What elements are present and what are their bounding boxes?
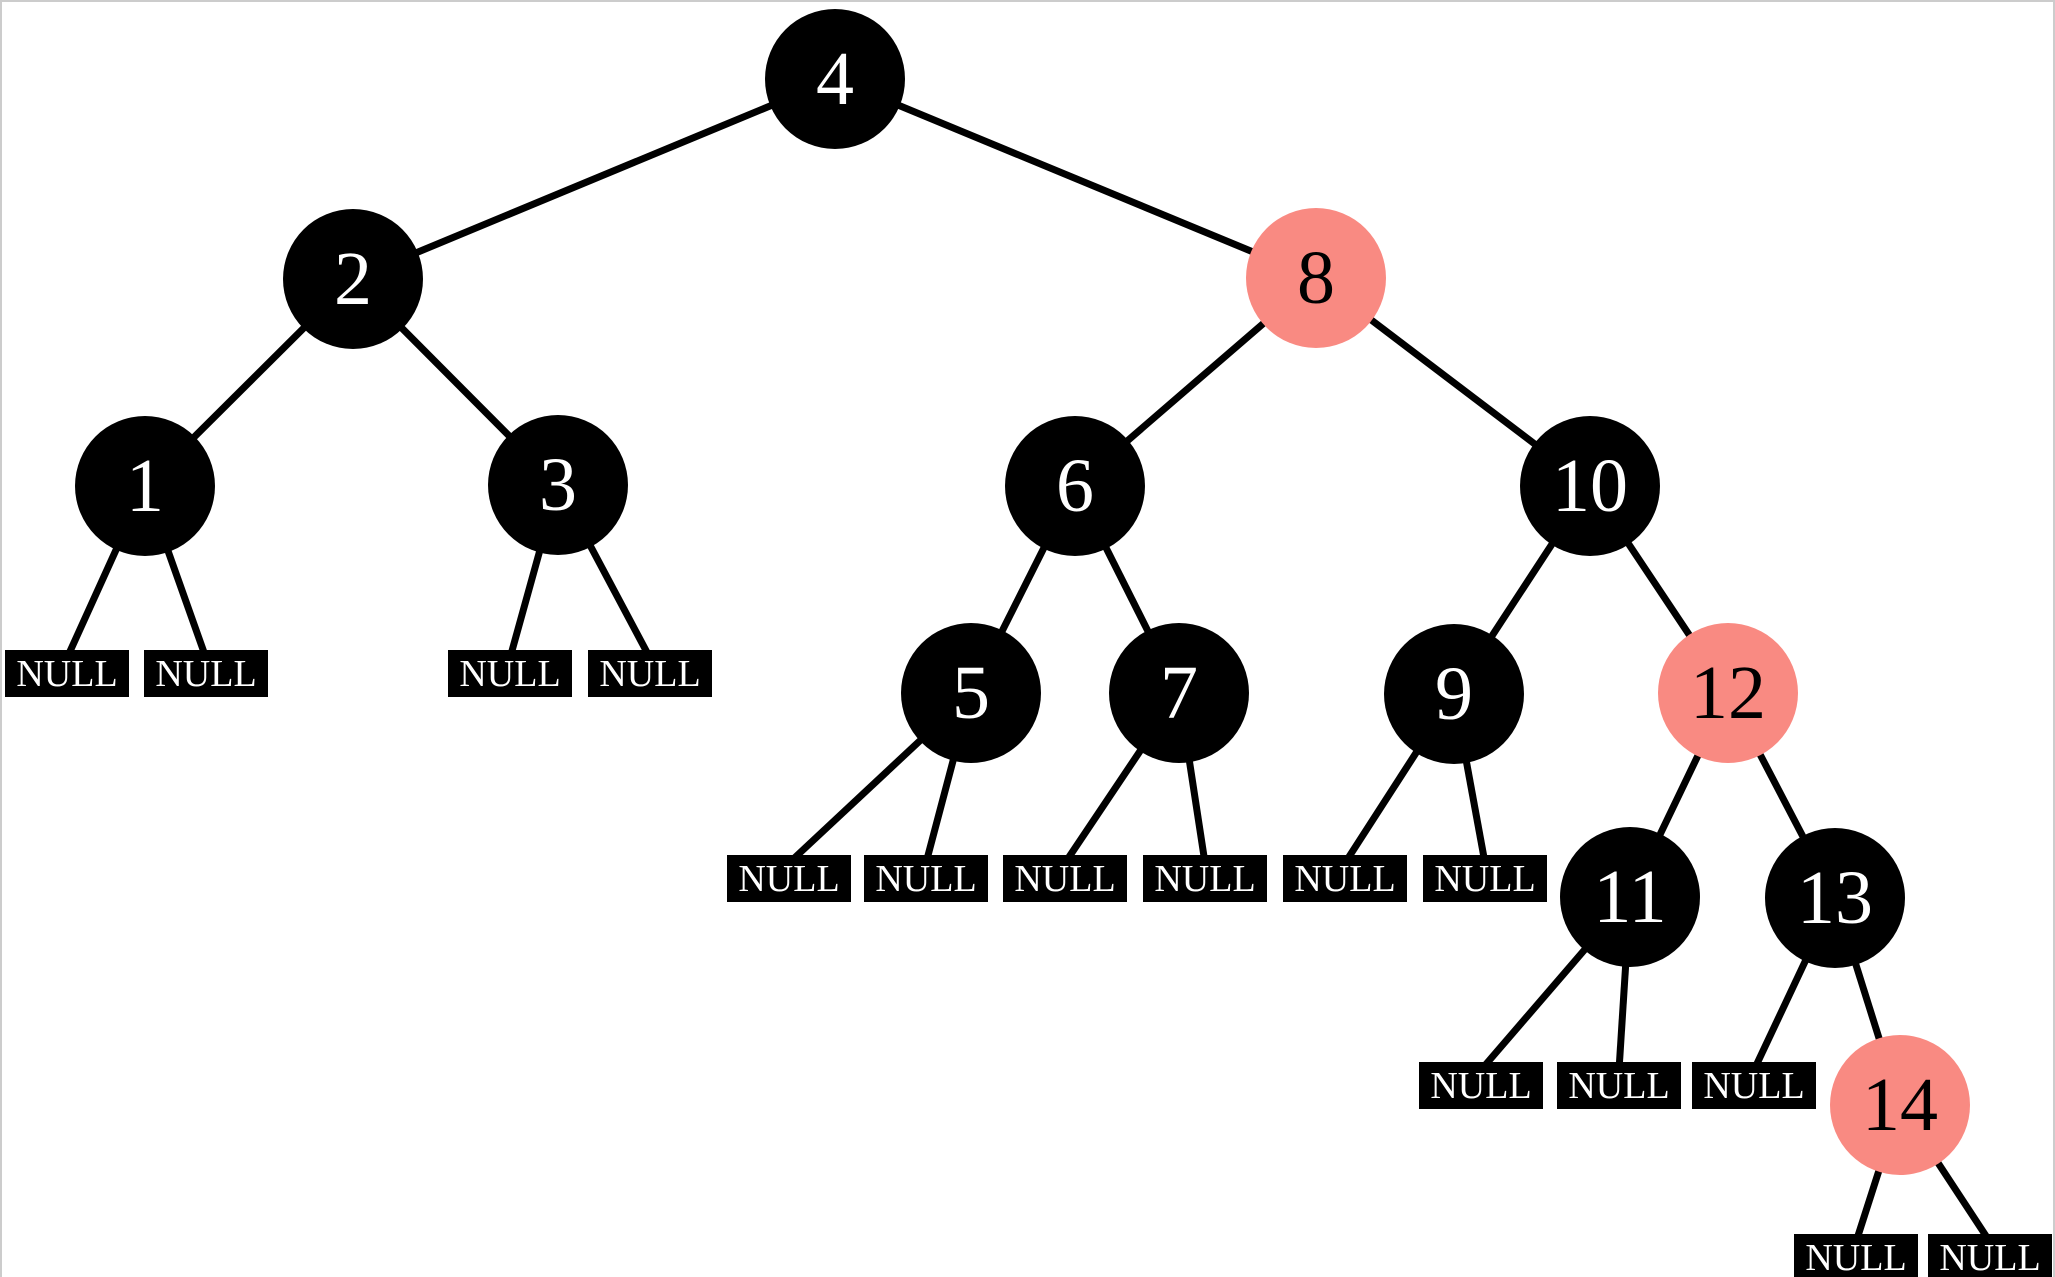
null-leaf: NULL [1423,855,1547,902]
tree-node-5: 5 [901,623,1041,763]
tree-node-2: 2 [283,209,423,349]
null-leaf: NULL [1692,1062,1816,1109]
tree-node-9: 9 [1384,624,1524,764]
tree-node-14: 14 [1830,1035,1970,1175]
null-leaf: NULL [1003,855,1127,902]
tree-node-11: 11 [1560,827,1700,967]
null-leaf: NULL [144,650,268,697]
tree-edge [833,75,1318,282]
null-leaf: NULL [1419,1062,1543,1109]
null-leaf: NULL [1928,1234,2052,1277]
tree-node-3: 3 [488,415,628,555]
tree-node-8: 8 [1246,208,1386,348]
tree-node-7: 7 [1109,623,1249,763]
null-leaf: NULL [1143,855,1267,902]
tree-edge [351,75,837,283]
tree-node-4: 4 [765,9,905,149]
null-leaf: NULL [1794,1234,1918,1277]
tree-node-1: 1 [75,416,215,556]
tree-node-13: 13 [1765,828,1905,968]
null-leaf: NULL [727,855,851,902]
null-leaf: NULL [1283,855,1407,902]
tree-node-10: 10 [1520,416,1660,556]
null-leaf: NULL [1557,1062,1681,1109]
tree-node-12: 12 [1658,623,1798,763]
null-leaf: NULL [588,650,712,697]
null-leaf: NULL [5,650,129,697]
tree-node-6: 6 [1005,416,1145,556]
null-leaf: NULL [864,855,988,902]
null-leaf: NULL [448,650,572,697]
